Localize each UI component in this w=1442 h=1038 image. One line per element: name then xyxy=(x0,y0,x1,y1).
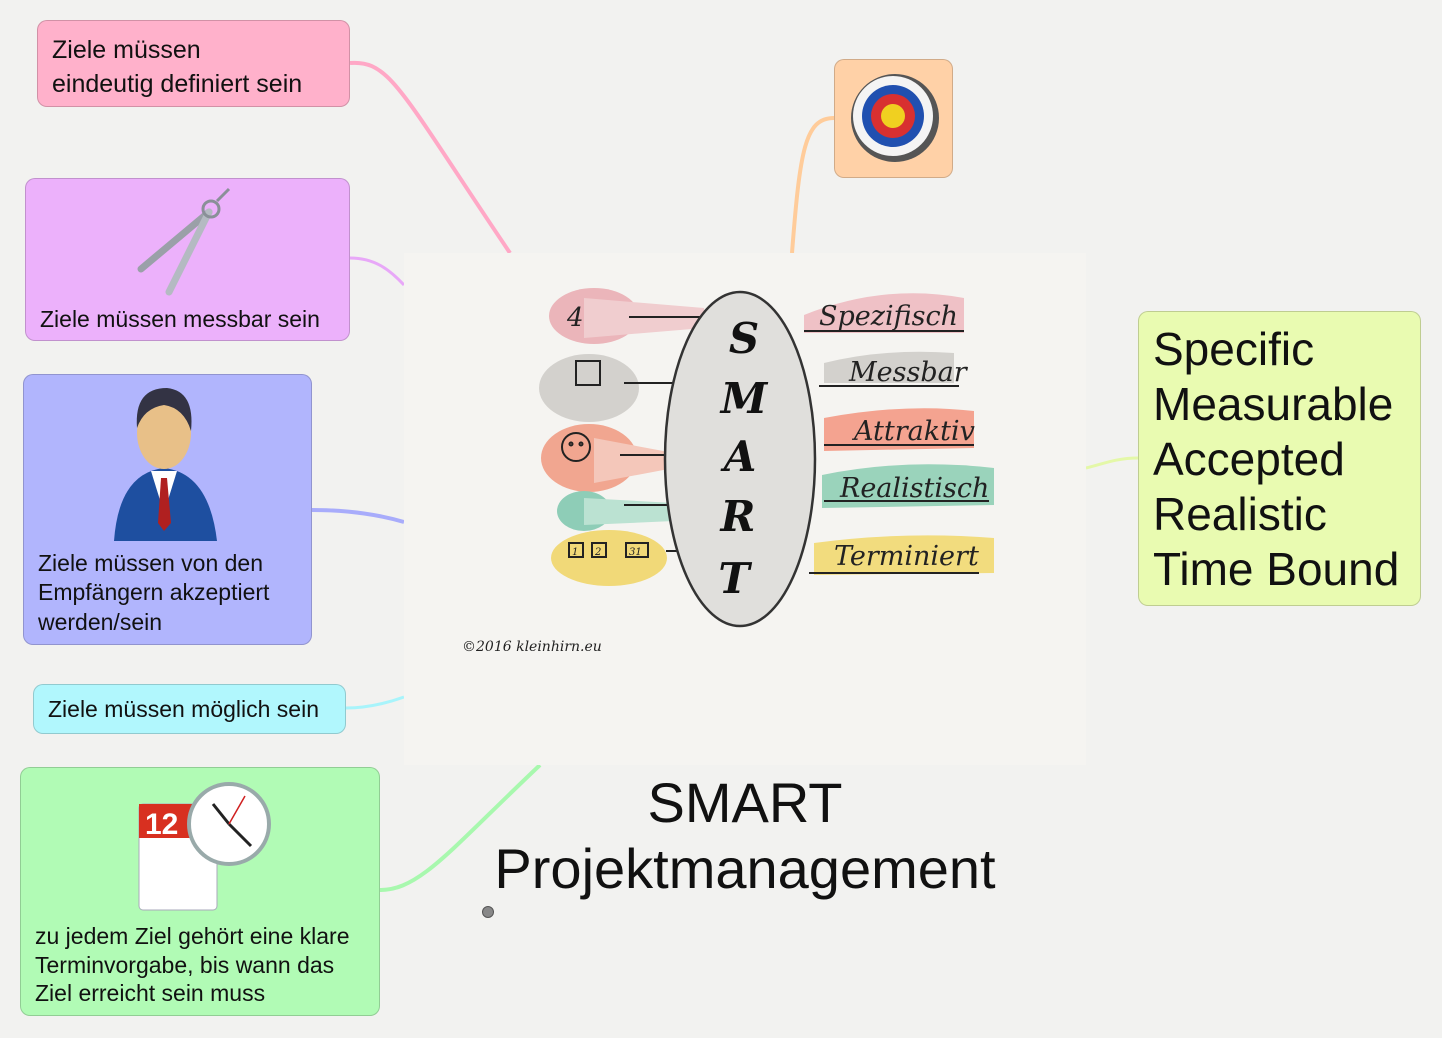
target-icon xyxy=(851,74,939,162)
connector-specific xyxy=(349,60,512,255)
connector-goal xyxy=(790,116,835,254)
node-acronym[interactable]: Specific Measurable Accepted Realistic T… xyxy=(1138,311,1421,606)
acronym-specific: Specific xyxy=(1153,323,1315,375)
connector-measurable xyxy=(349,256,406,287)
sketch-box-1: 1 xyxy=(572,547,578,558)
node-timebound[interactable]: 12 zu jedem Ziel gehört eine klare Termi… xyxy=(20,767,380,1016)
compass-icon xyxy=(137,187,231,296)
word-attraktiv: Attraktiv xyxy=(851,416,975,447)
node-timebound-line2: Terminvorgabe, bis wann das xyxy=(35,952,335,978)
node-measurable-text: Ziele müssen messbar sein xyxy=(40,306,320,332)
connector-acronym xyxy=(1085,456,1139,470)
central-title-line1[interactable]: SMART xyxy=(647,771,843,834)
connector-timebound xyxy=(379,763,542,892)
central-title-line2[interactable]: Projektmanagement xyxy=(494,837,996,900)
node-timebound-line1: zu jedem Ziel gehört eine klare xyxy=(35,923,350,949)
connector-accepted xyxy=(311,508,405,524)
resize-handle[interactable] xyxy=(482,906,494,918)
smiley-face-icon xyxy=(561,432,591,462)
calendar-clock-icon: 12 xyxy=(138,782,271,911)
connector-realistic xyxy=(345,695,405,710)
sketch-box-31: 31 xyxy=(629,547,642,558)
smart-sketch-image[interactable]: S M A R T Spezifisch Messbar Attraktiv R… xyxy=(404,253,1086,765)
node-specific-line1: Ziele müssen xyxy=(52,36,201,64)
letter-m: M xyxy=(719,374,769,423)
word-terminiert: Terminiert xyxy=(834,541,979,572)
node-specific[interactable]: Ziele müssen eindeutig definiert sein xyxy=(37,20,350,107)
word-spezifisch: Spezifisch xyxy=(819,301,958,332)
acronym-accepted: Accepted xyxy=(1153,433,1345,485)
acronym-realistic: Realistic xyxy=(1153,488,1327,540)
acronym-time-bound: Time Bound xyxy=(1153,543,1400,595)
node-specific-line2: eindeutig definiert sein xyxy=(52,70,303,98)
letter-r: R xyxy=(720,492,756,541)
letter-s: S xyxy=(729,314,759,363)
node-realistic-text: Ziele müssen möglich sein xyxy=(48,696,320,722)
sketch-lines xyxy=(568,316,989,574)
node-goal[interactable] xyxy=(834,59,953,178)
word-messbar: Messbar xyxy=(848,357,969,388)
node-accepted-line1: Ziele müssen von den xyxy=(38,550,264,576)
smart-ellipse xyxy=(663,290,817,628)
node-measurable[interactable]: Ziele müssen messbar sein xyxy=(25,178,350,341)
acronym-measurable: Measurable xyxy=(1153,378,1394,430)
letter-a: A xyxy=(720,432,757,481)
node-accepted-line3: werden/sein xyxy=(38,609,163,635)
calendar-day: 12 xyxy=(145,808,178,841)
sketch-copyright: ©2016 kleinhirn.eu xyxy=(462,639,602,655)
sketch-four: 4 xyxy=(566,303,584,333)
node-accepted[interactable]: Ziele müssen von den Empfängern akzeptie… xyxy=(23,374,312,645)
letter-t: T xyxy=(718,554,752,603)
sketch-blobs xyxy=(539,288,994,586)
word-realistisch: Realistisch xyxy=(839,473,989,504)
node-timebound-line3: Ziel erreicht sein muss xyxy=(35,980,266,1006)
node-accepted-line2: Empfängern akzeptiert xyxy=(38,579,270,605)
node-realistic[interactable]: Ziele müssen möglich sein xyxy=(33,684,346,734)
sketch-box-2: 2 xyxy=(594,547,601,558)
businessman-icon xyxy=(114,388,217,541)
